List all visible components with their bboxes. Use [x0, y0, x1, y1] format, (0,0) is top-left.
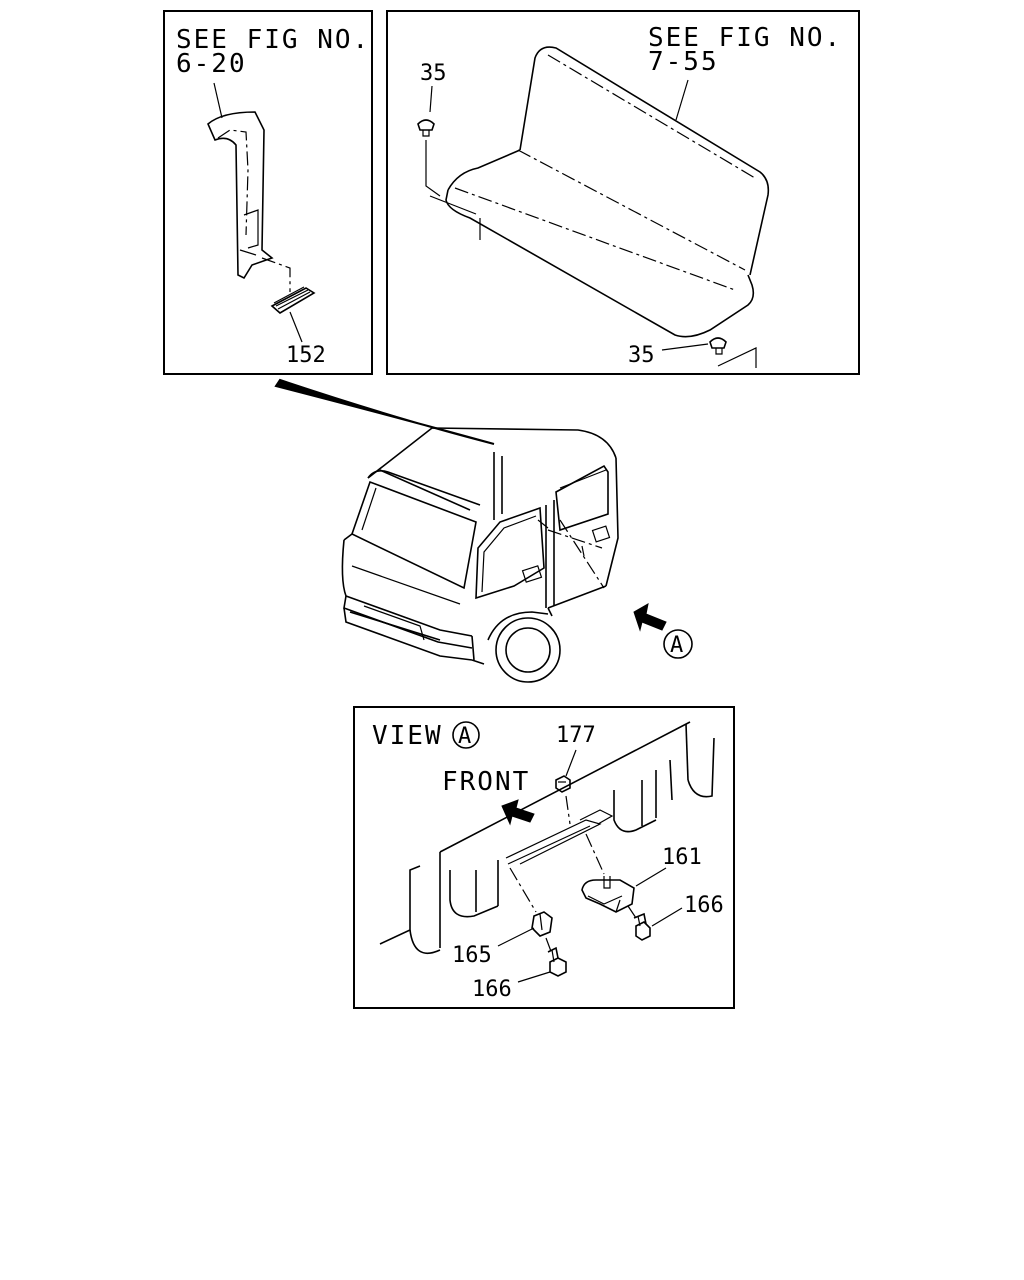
leader-line-35-top	[429, 85, 433, 113]
leader-line-165	[497, 927, 535, 947]
clip-152-part	[270, 286, 316, 314]
leader-35-top-to-seat	[425, 140, 441, 197]
leader-dash-161-bolt	[627, 905, 637, 919]
leader-line-pillar	[213, 82, 223, 119]
label-35-top: 35	[420, 61, 447, 86]
panel-left-ref-line2: 6-20	[176, 49, 247, 79]
view-label-letter: A	[458, 724, 471, 749]
pillar-trim-part	[207, 111, 274, 280]
leader-line-166-right	[651, 907, 683, 927]
panel-right-ref-line1: SEE FIG NO.	[648, 23, 842, 53]
panel-view-a: VIEW A FRONT 177	[353, 706, 735, 1009]
panel-view-a-frame	[353, 706, 735, 1009]
view-marker-circle	[663, 629, 693, 659]
view-marker-letter: A	[670, 633, 683, 658]
leader-dash-165-bolt	[545, 937, 553, 955]
label-166-right: 166	[684, 893, 724, 918]
front-label: FRONT	[442, 767, 530, 797]
bracket-161-part	[581, 876, 635, 913]
leader-dash-177	[565, 795, 571, 825]
leader-line-166-bottom	[517, 971, 551, 983]
clip-35-top-part	[417, 119, 435, 137]
leader-line-seat	[675, 79, 689, 121]
leader-dash-152	[261, 257, 291, 292]
label-35-bottom: 35	[628, 343, 655, 368]
panel-left: SEE FIG NO. 6-20 152	[163, 10, 373, 375]
view-label-circle	[452, 721, 480, 749]
leader-line-152	[289, 311, 303, 343]
clip-35-bottom-part	[709, 337, 727, 355]
frame-rail	[379, 721, 715, 955]
label-161: 161	[662, 845, 702, 870]
bench-seat-part	[429, 46, 770, 338]
leader-line-177	[565, 749, 577, 777]
panel-right-ref-line2: 7-55	[648, 47, 719, 77]
bolt-166-bottom-part	[547, 946, 567, 977]
view-label: VIEW	[372, 721, 443, 751]
label-177: 177	[556, 723, 596, 748]
label-166-bottom: 166	[472, 977, 512, 1002]
label-165: 165	[452, 943, 492, 968]
vehicle-cab	[341, 427, 619, 683]
callout-pointer	[274, 378, 495, 445]
clamp-165-part	[531, 911, 553, 937]
nut-177-part	[555, 775, 571, 793]
leader-line-35-bottom	[661, 343, 709, 351]
label-152: 152	[286, 343, 326, 368]
view-a-arrow: A	[633, 603, 693, 659]
panel-right-frame	[386, 10, 860, 375]
panel-left-ref-line1: SEE FIG NO.	[176, 25, 370, 55]
leader-dash-165	[509, 867, 537, 913]
seat-bracket-mark	[717, 347, 757, 368]
leader-line-161	[635, 867, 667, 887]
leader-dash-161	[585, 833, 605, 875]
panel-left-frame	[163, 10, 373, 375]
panel-right: SEE FIG NO. 7-55 35	[386, 10, 860, 375]
bolt-166-right-part	[633, 912, 651, 941]
